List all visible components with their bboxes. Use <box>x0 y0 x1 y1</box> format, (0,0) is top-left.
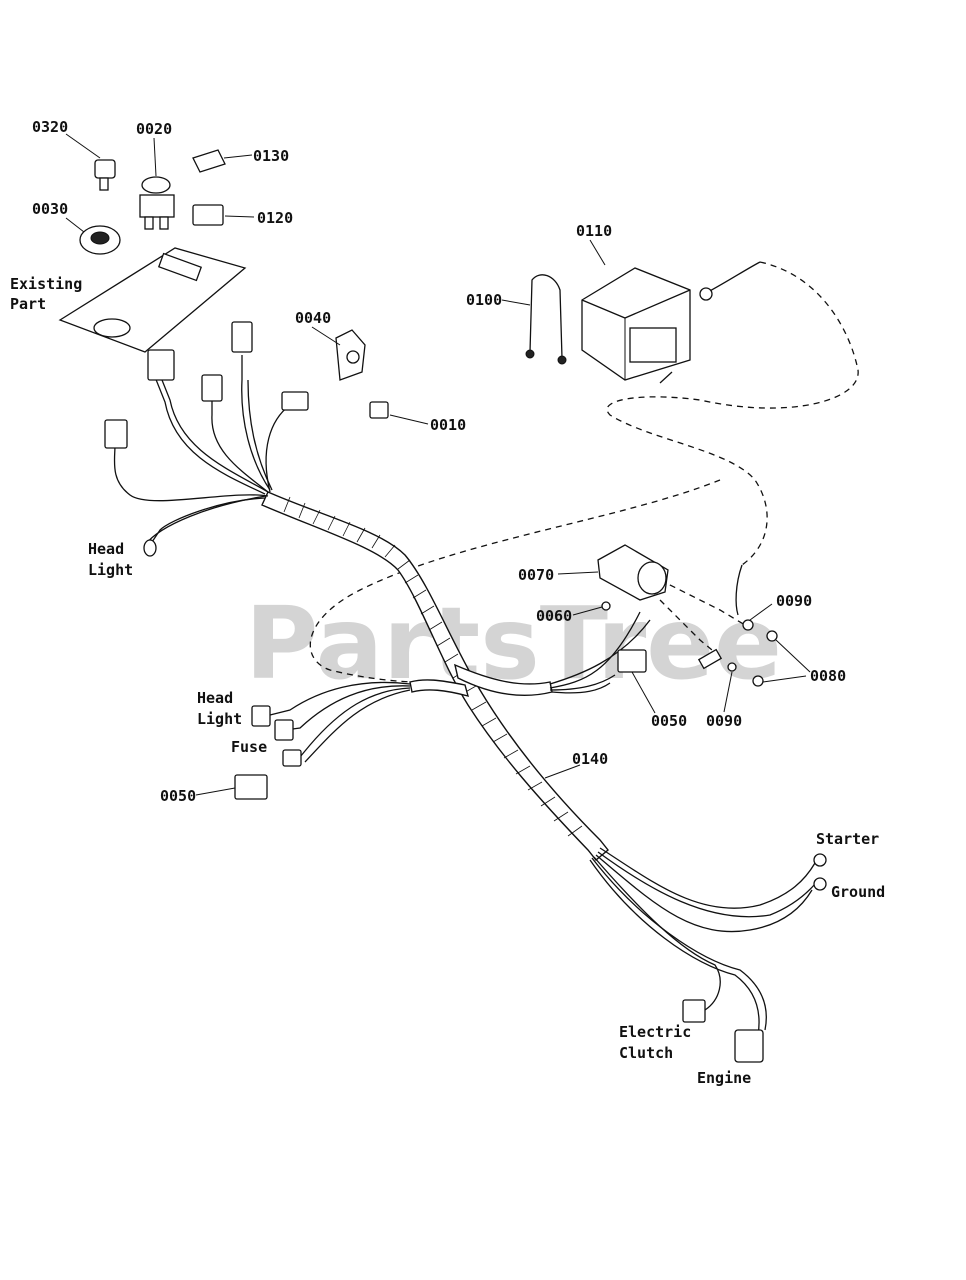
connector-c <box>201 374 223 402</box>
callout-0110: 0110 <box>576 222 612 240</box>
connector-b <box>147 349 175 381</box>
label-starter: Starter <box>816 830 879 848</box>
clip <box>369 401 389 419</box>
callout-0080: 0080 <box>810 667 846 685</box>
solenoid-hardware-line-2 <box>659 599 713 651</box>
headlight-terminal-a <box>143 539 157 557</box>
dash-wires <box>113 355 291 546</box>
headlight-fuse-wires <box>269 681 411 763</box>
fuse-holder-left <box>234 774 268 800</box>
callout-0050-left: 0050 <box>160 787 196 805</box>
label-existing: Existing <box>10 275 82 293</box>
hour-meter <box>79 225 121 255</box>
leader-lines <box>65 133 811 796</box>
switch-cap <box>192 149 226 173</box>
callout-0090-lower: 0090 <box>706 712 742 730</box>
solenoid-stud <box>697 648 723 670</box>
solenoid-terminal-nut-b <box>766 630 778 642</box>
callout-0320: 0320 <box>32 118 68 136</box>
battery-cable <box>707 261 761 293</box>
callout-0050-right: 0050 <box>651 712 687 730</box>
callout-0030: 0030 <box>32 200 68 218</box>
relay <box>192 204 224 226</box>
hold-down-nut-b <box>557 355 567 365</box>
starter-solenoid <box>597 544 669 601</box>
label-engine: Engine <box>697 1069 751 1087</box>
clutch-connector <box>682 999 706 1023</box>
solenoid-screw <box>601 601 611 611</box>
headlight-harness-branch <box>409 679 469 697</box>
callout-0060: 0060 <box>536 607 572 625</box>
solenoid-cable <box>735 564 743 616</box>
ground-terminal <box>813 877 827 891</box>
headlight-connector-b1 <box>251 705 271 727</box>
fuse-connector <box>282 749 302 767</box>
connector-e <box>281 391 309 411</box>
battery-bolt <box>659 371 673 384</box>
dash-panel <box>58 247 247 353</box>
callout-0040: 0040 <box>295 309 331 327</box>
label-head-light-b: Head <box>197 689 233 707</box>
connector-d <box>231 321 253 353</box>
callout-0130: 0130 <box>253 147 289 165</box>
harness-wrap-stripes <box>283 496 583 837</box>
connector-a <box>104 419 128 449</box>
battery-cable-terminal <box>699 287 713 301</box>
label-head-light-b-2: Light <box>197 710 242 728</box>
battery-cable-route <box>606 261 859 566</box>
callout-0090-upper: 0090 <box>776 592 812 610</box>
fuse-holder-right <box>617 649 647 673</box>
ground-cable-route <box>309 479 721 683</box>
label-clutch: Clutch <box>619 1044 673 1062</box>
callout-0020: 0020 <box>136 120 172 138</box>
label-head-light-a: Head <box>88 540 124 558</box>
solenoid-terminal-nut-a <box>742 619 754 631</box>
battery <box>581 267 691 381</box>
dash-panel-cutout-2 <box>93 318 131 338</box>
label-part: Part <box>10 295 46 313</box>
label-fuse: Fuse <box>231 738 267 756</box>
callout-0100: 0100 <box>466 291 502 309</box>
ignition-key <box>94 159 116 191</box>
headlight-connector-b2 <box>274 719 294 741</box>
label-ground: Ground <box>831 883 885 901</box>
solenoid-terminal-nut-c <box>727 662 737 672</box>
label-electric: Electric <box>619 1023 691 1041</box>
label-head-light-a-2: Light <box>88 561 133 579</box>
seat-switch <box>335 329 366 381</box>
engine-wires <box>589 847 816 1036</box>
hold-down-nut-a <box>525 349 535 359</box>
battery-hold-down <box>529 274 563 359</box>
callout-0070: 0070 <box>518 566 554 584</box>
dash-panel-cutout-1 <box>157 252 203 282</box>
solenoid-wires <box>549 611 651 694</box>
starter-terminal <box>813 853 827 867</box>
callout-0120: 0120 <box>257 209 293 227</box>
solenoid-terminal-nut-d <box>752 675 764 687</box>
callout-0140: 0140 <box>572 750 608 768</box>
callout-0010: 0010 <box>430 416 466 434</box>
ignition-switch <box>139 176 175 230</box>
solenoid-hardware-line <box>659 579 746 626</box>
engine-connector <box>734 1029 764 1063</box>
